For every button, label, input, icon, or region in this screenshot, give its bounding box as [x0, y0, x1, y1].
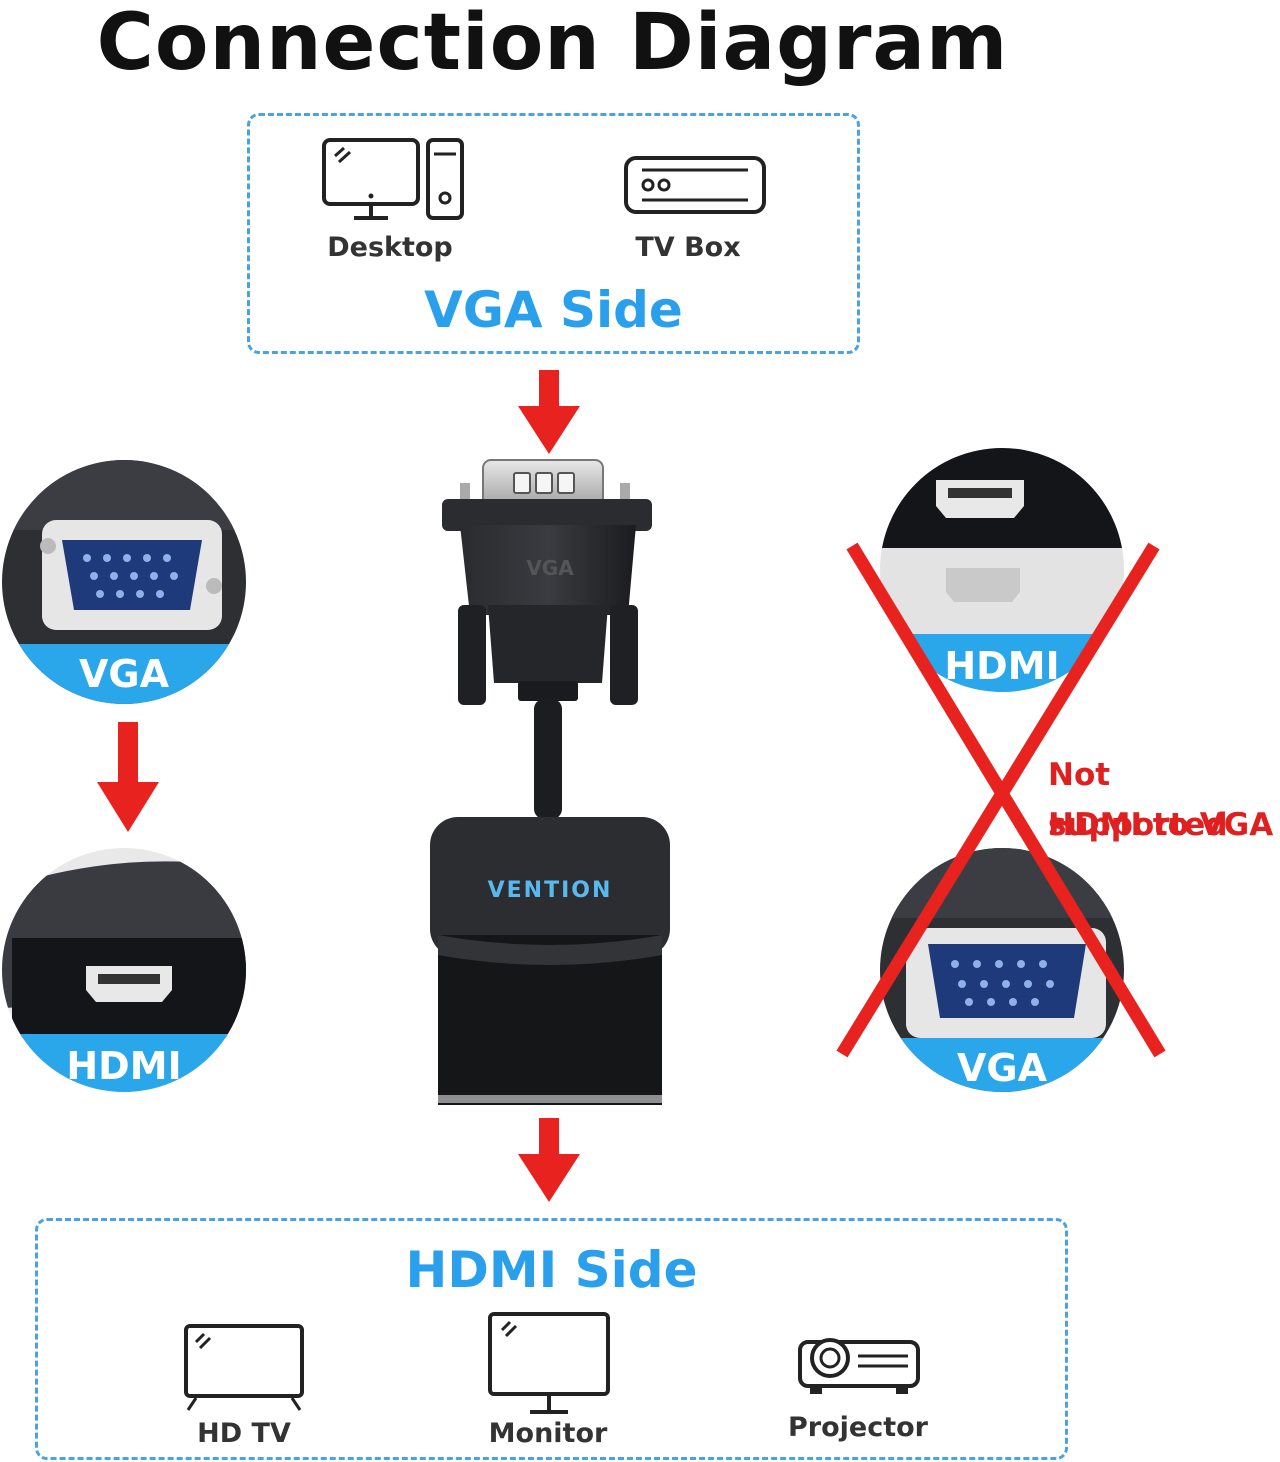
tv-box-icon	[622, 154, 768, 218]
vga-side-title: VGA Side	[424, 281, 683, 339]
projector-label: Projector	[788, 1412, 928, 1443]
hdmi-port-label: HDMI	[66, 1044, 182, 1088]
monitor-label: Monitor	[488, 1418, 608, 1449]
monitor-icon	[486, 1310, 612, 1420]
desktop-icon	[320, 136, 466, 226]
hdmi-side-box	[35, 1218, 1068, 1460]
tv-box-label: TV Box	[635, 232, 741, 263]
not-supported-note-line2: HDMI to VGA	[1048, 807, 1274, 843]
arrow-down-icon	[518, 370, 580, 454]
desktop-label: Desktop	[327, 232, 453, 263]
arrow-down-icon	[97, 722, 159, 832]
not-supported-cross-icon	[830, 540, 1175, 1060]
vga-side-box	[247, 113, 860, 354]
not-supported-note-line1: Not supported	[1048, 757, 1228, 843]
hd-tv-label: HD TV	[197, 1418, 291, 1449]
hd-tv-icon	[182, 1322, 306, 1412]
vga-to-hdmi-adapter	[430, 455, 680, 1115]
vga-port-circle-unsupported	[880, 848, 1124, 1092]
hdmi-side-title: HDMI Side	[405, 1241, 698, 1299]
adapter-brand-label: VENTION	[487, 878, 613, 903]
vga-unsupported-label: VGA	[956, 1046, 1047, 1090]
vga-port-label: VGA	[78, 652, 169, 696]
page-title: Connection Diagram	[96, 0, 1009, 88]
projector-icon	[796, 1330, 922, 1400]
arrow-down-icon	[518, 1118, 580, 1202]
hdmi-unsupported-label: HDMI	[944, 644, 1060, 688]
adapter-vga-label: VGA	[526, 556, 574, 580]
